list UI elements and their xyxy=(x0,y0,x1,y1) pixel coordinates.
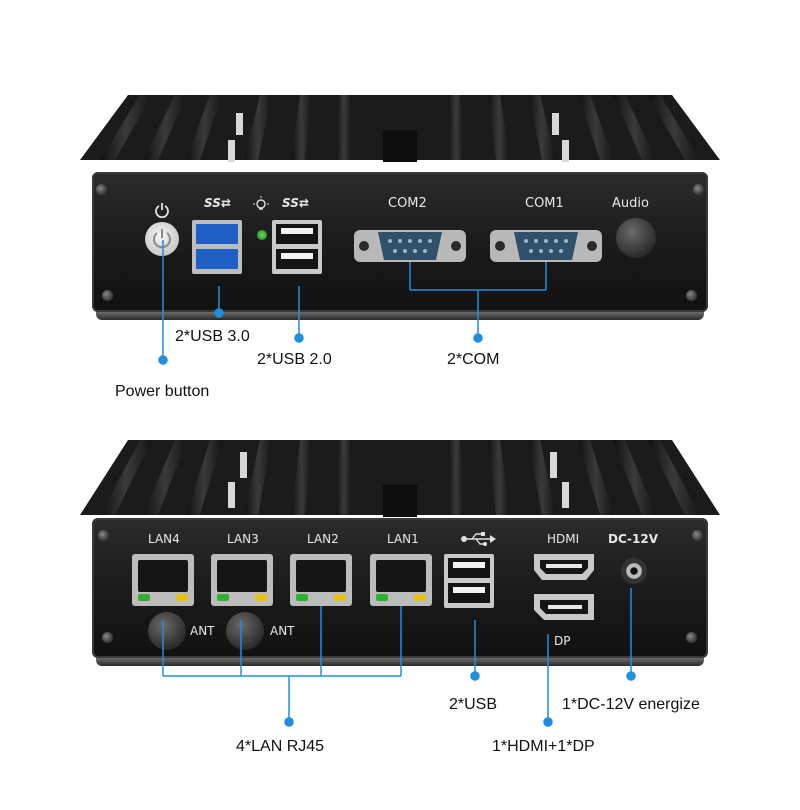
bulb-icon xyxy=(253,196,269,210)
com-callout: 2*COM xyxy=(447,351,500,368)
usb3-port[interactable] xyxy=(196,224,238,244)
screw xyxy=(98,530,109,541)
link-led xyxy=(217,594,229,601)
bottom-callout-lines xyxy=(162,588,636,727)
audio-label: Audio xyxy=(612,196,649,211)
lan2-label: LAN2 xyxy=(307,532,339,546)
rj45-socket xyxy=(376,560,426,592)
top-device-view: SS⇄ SS⇄ COM2 COM1 xyxy=(0,0,800,400)
status-led xyxy=(257,230,267,240)
lan3-port[interactable] xyxy=(211,554,273,606)
rj45-socket xyxy=(296,560,346,592)
activity-led xyxy=(255,594,267,601)
screw xyxy=(686,632,697,643)
bottom-io-panel: LAN4 LAN3 LAN2 LAN1 ANT ANT xyxy=(92,518,708,666)
com2-port[interactable] xyxy=(354,224,466,268)
antenna-mount xyxy=(148,612,186,650)
link-led xyxy=(376,594,388,601)
usb-port[interactable] xyxy=(448,583,490,603)
com1-label: COM1 xyxy=(525,196,564,211)
dc-power-jack[interactable] xyxy=(621,558,647,584)
rj45-socket xyxy=(138,560,188,592)
top-callout-lines xyxy=(158,240,547,365)
screw xyxy=(692,530,703,541)
dp-label: DP xyxy=(554,634,571,648)
usb2-callout: 2*USB 2.0 xyxy=(257,351,332,368)
activity-led xyxy=(414,594,426,601)
screw xyxy=(102,632,113,643)
screw xyxy=(96,184,107,195)
lan2-port[interactable] xyxy=(290,554,352,606)
antenna-mount xyxy=(226,612,264,650)
usb-port-stack[interactable] xyxy=(444,554,494,608)
lan4-port[interactable] xyxy=(132,554,194,606)
power-icon xyxy=(155,203,169,218)
link-led xyxy=(296,594,308,601)
activity-led xyxy=(334,594,346,601)
usb2-port[interactable] xyxy=(276,224,318,244)
screw xyxy=(693,184,704,195)
usb-callout: 2*USB xyxy=(449,696,498,713)
ant-label: ANT xyxy=(270,624,295,638)
usb-port[interactable] xyxy=(448,558,490,578)
hdmi-port[interactable] xyxy=(532,550,596,584)
activity-led xyxy=(176,594,188,601)
rj45-socket xyxy=(217,560,267,592)
screw xyxy=(686,290,697,301)
power-callout: Power button xyxy=(115,383,210,400)
usb2-port-stack[interactable] xyxy=(272,220,322,274)
power-icon xyxy=(153,229,171,249)
usb3-port[interactable] xyxy=(196,249,238,269)
usb-icon xyxy=(461,532,496,546)
audio-jack[interactable] xyxy=(616,218,656,258)
power-button[interactable] xyxy=(145,222,179,256)
lan1-label: LAN1 xyxy=(387,532,419,546)
dc-label: DC-12V xyxy=(608,532,659,546)
link-led xyxy=(138,594,150,601)
hdmi-label: HDMI xyxy=(547,532,580,546)
displayport-port[interactable] xyxy=(532,590,596,624)
usb3-port-stack[interactable] xyxy=(192,220,242,274)
ant-label: ANT xyxy=(190,624,215,638)
usb3-logo: SS⇄ xyxy=(204,196,231,210)
lan-callout: 4*LAN RJ45 xyxy=(236,738,325,755)
top-io-panel: SS⇄ SS⇄ COM2 COM1 xyxy=(92,172,708,320)
lan3-label: LAN3 xyxy=(227,532,259,546)
lan4-label: LAN4 xyxy=(148,532,180,546)
usb2-logo: SS⇄ xyxy=(282,196,309,210)
lan1-port[interactable] xyxy=(370,554,432,606)
usb3-callout: 2*USB 3.0 xyxy=(175,328,250,345)
screw xyxy=(102,290,113,301)
bottom-device-view: LAN4 LAN3 LAN2 LAN1 ANT ANT xyxy=(0,410,800,810)
heatsink-fins xyxy=(80,95,720,162)
heatsink-fins xyxy=(80,440,720,517)
com2-label: COM2 xyxy=(388,196,427,211)
video-callout: 1*HDMI+1*DP xyxy=(492,738,595,755)
usb2-port[interactable] xyxy=(276,249,318,269)
dc-callout: 1*DC-12V energize xyxy=(562,696,700,713)
com1-port[interactable] xyxy=(490,224,602,268)
